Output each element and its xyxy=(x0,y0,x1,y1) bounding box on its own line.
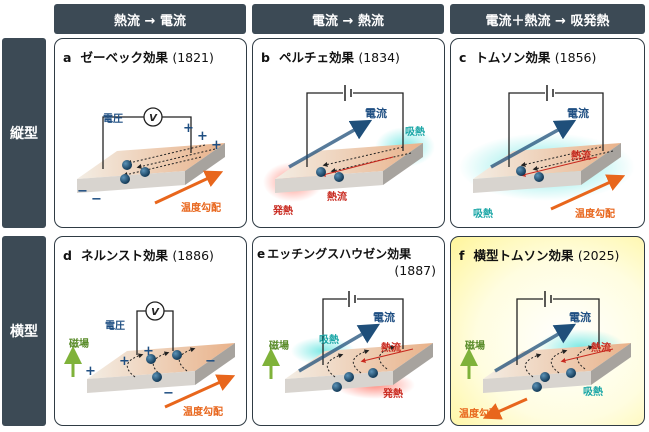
svg-text:電流: 電流 xyxy=(365,106,387,120)
voltmeter-icon xyxy=(143,107,163,127)
svg-text:+: + xyxy=(211,138,222,153)
svg-text:電流: 電流 xyxy=(567,106,589,120)
nernst-diagram: V 電圧 + + − − 磁場 + 温度勾配 xyxy=(64,301,236,418)
svg-text:吸熱: 吸熱 xyxy=(583,385,603,398)
svg-text:V: V xyxy=(149,113,158,124)
column-header-2: 電流 → 熱流 xyxy=(252,4,444,34)
voltmeter-icon xyxy=(145,301,165,321)
svg-text:発熱: 発熱 xyxy=(272,204,293,217)
svg-text:−: − xyxy=(77,184,88,199)
svg-text:磁場: 磁場 xyxy=(465,339,485,352)
svg-text:電圧: 電圧 xyxy=(103,113,123,125)
svg-text:電圧: 電圧 xyxy=(105,320,125,332)
svg-text:磁場: 磁場 xyxy=(269,339,289,352)
svg-text:−: − xyxy=(163,386,174,401)
svg-text:−: − xyxy=(91,192,102,207)
svg-text:電流: 電流 xyxy=(373,310,395,324)
svg-text:磁場: 磁場 xyxy=(69,337,89,350)
svg-text:熱流: 熱流 xyxy=(381,341,401,354)
svg-text:−: − xyxy=(205,354,216,369)
row-header-transverse: 横型 xyxy=(2,236,46,426)
seebeck-diagram: V 電圧 + + + − − 温度勾配 xyxy=(77,107,225,214)
svg-text:+: + xyxy=(143,344,154,359)
svg-text:温度勾配: 温度勾配 xyxy=(575,207,615,220)
svg-text:吸熱: 吸熱 xyxy=(319,333,339,346)
peltier-diagram: 電流 吸熱 熱流 発熱 xyxy=(263,85,435,217)
svg-text:+: + xyxy=(119,354,130,369)
transverse-thomson-diagram: 電流 熱流 吸熱 磁場 温度勾配 xyxy=(459,291,631,420)
svg-text:電流: 電流 xyxy=(569,310,591,324)
svg-text:+: + xyxy=(85,364,96,379)
thomson-diagram: 電流 熱流 吸熱 温度勾配 xyxy=(459,85,635,220)
svg-text:熱流: 熱流 xyxy=(591,341,611,354)
column-header-3: 電流＋熱流 → 吸発熱 xyxy=(450,4,645,34)
ettingshausen-diagram: 電流 吸熱 熱流 発熱 磁場 xyxy=(262,291,433,400)
svg-text:V: V xyxy=(151,307,160,318)
svg-text:吸熱: 吸熱 xyxy=(473,207,493,220)
row-header-longitudinal: 縦型 xyxy=(2,38,46,228)
column-header-1: 熱流 → 電流 xyxy=(54,4,246,34)
svg-text:熱流: 熱流 xyxy=(327,190,347,203)
svg-text:+: + xyxy=(183,121,194,136)
svg-text:+: + xyxy=(197,129,208,144)
svg-text:吸熱: 吸熱 xyxy=(405,125,425,138)
svg-text:発熱: 発熱 xyxy=(382,387,403,400)
panel-year: (1887) xyxy=(394,263,436,278)
svg-text:熱流: 熱流 xyxy=(571,149,591,162)
svg-text:温度勾配: 温度勾配 xyxy=(181,201,221,214)
svg-text:温度勾配: 温度勾配 xyxy=(183,405,223,418)
svg-text:温度勾配: 温度勾配 xyxy=(459,407,499,420)
